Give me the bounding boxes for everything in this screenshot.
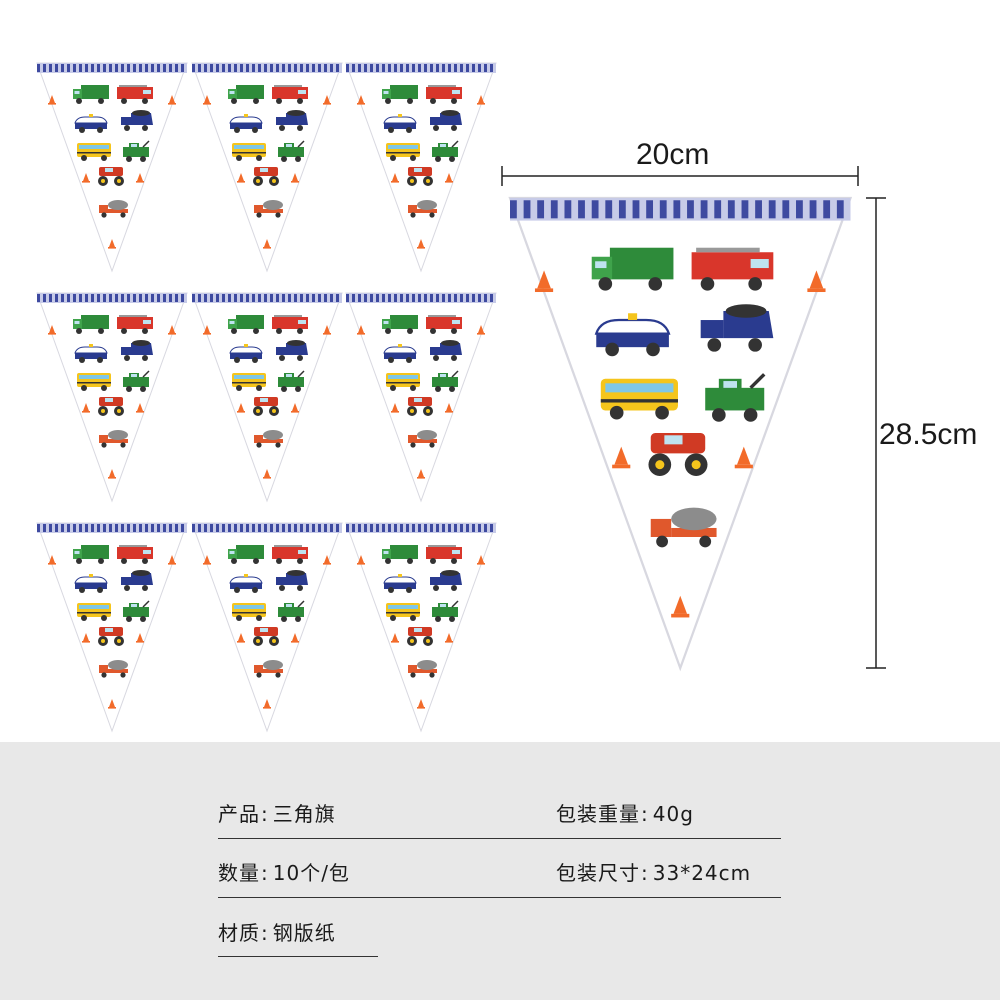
spec-quantity: 数量:10个/包 bbox=[218, 861, 350, 885]
pennant-flag-1 bbox=[36, 62, 188, 272]
divider-2 bbox=[218, 897, 781, 898]
pennant-flag-6 bbox=[345, 292, 497, 502]
divider-3 bbox=[218, 956, 378, 957]
spec-package-size: 包装尺寸:33*24cm bbox=[556, 861, 752, 885]
pennant-flag-7 bbox=[36, 522, 188, 732]
pennant-flag-9 bbox=[345, 522, 497, 732]
spec-material: 材质:钢版纸 bbox=[218, 921, 336, 945]
spec-material-label: 材质 bbox=[218, 921, 260, 945]
spec-product-value: 三角旗 bbox=[272, 802, 336, 826]
spec-quantity-value: 10个/包 bbox=[272, 861, 350, 885]
pennant-flag-8 bbox=[191, 522, 343, 732]
spec-package-size-value: 33*24cm bbox=[652, 861, 752, 885]
pennant-flag-large bbox=[508, 196, 853, 670]
divider-1 bbox=[218, 838, 781, 839]
height-dimension-line bbox=[866, 197, 886, 669]
flags-illustration: 20cm 28.5cm bbox=[36, 62, 978, 732]
height-label: 28.5cm bbox=[879, 418, 978, 451]
spec-material-value: 钢版纸 bbox=[272, 921, 336, 945]
pennant-flag-5 bbox=[191, 292, 343, 502]
width-dimension-line bbox=[501, 166, 859, 186]
spec-quantity-label: 数量 bbox=[218, 861, 260, 885]
spec-panel: 产品:三角旗 包装重量:40g 数量:10个/包 包装尺寸:33*24cm 材质… bbox=[0, 742, 1000, 1000]
spec-weight-label: 包装重量 bbox=[556, 802, 640, 826]
spec-product: 产品:三角旗 bbox=[218, 802, 336, 826]
spec-package-size-label: 包装尺寸 bbox=[556, 861, 640, 885]
spec-product-label: 产品 bbox=[218, 802, 260, 826]
spec-weight: 包装重量:40g bbox=[556, 802, 694, 826]
pennant-flag-3 bbox=[345, 62, 497, 272]
spec-weight-value: 40g bbox=[652, 802, 694, 826]
width-label: 20cm bbox=[636, 138, 710, 171]
pennant-flag-2 bbox=[191, 62, 343, 272]
pennant-flag-4 bbox=[36, 292, 188, 502]
